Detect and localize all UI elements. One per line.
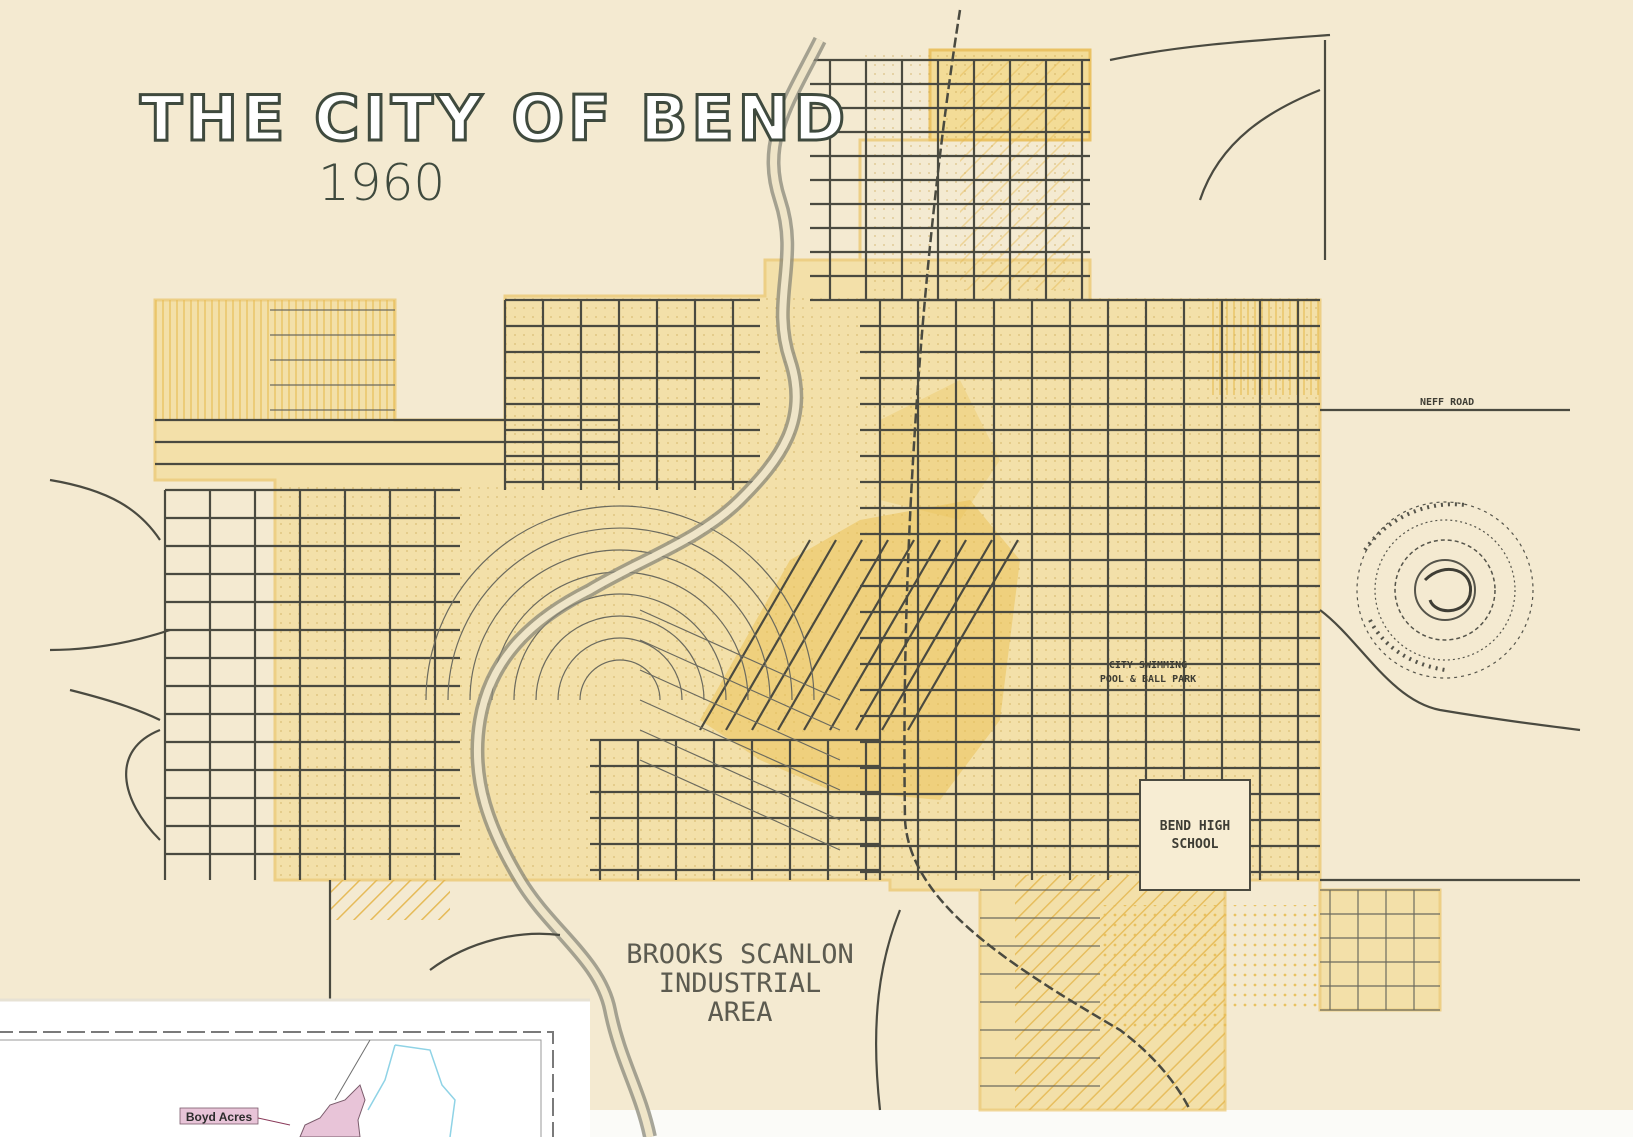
outer-roads <box>49 33 1581 1111</box>
curved-street <box>469 549 771 701</box>
curved-street <box>425 505 815 701</box>
inset-boyd-acres-label: Boyd Acres <box>186 1110 253 1124</box>
inset-highlight-area <box>299 1084 366 1137</box>
street-segment <box>829 539 941 731</box>
curved-street <box>579 659 661 701</box>
high-school-label-line2: SCHOOL <box>1172 837 1219 852</box>
street-segment <box>907 539 1019 731</box>
inset-map: Boyd Acres <box>0 998 590 1137</box>
high-school-label-line1: BEND HIGH <box>1160 819 1230 834</box>
street-segment <box>725 539 837 731</box>
street-segment <box>777 539 889 731</box>
street-segment <box>639 639 841 731</box>
inset-boundary <box>367 1044 456 1137</box>
railroad <box>903 9 1192 1111</box>
city-park-label-line1: CITY SWIMMING <box>1109 660 1187 671</box>
industrial-area-label-line3: AREA <box>707 997 772 1028</box>
neff-road-label: NEFF ROAD <box>1420 397 1474 408</box>
curved-street <box>535 615 705 701</box>
street-segment <box>639 699 841 791</box>
street-segment <box>639 729 841 821</box>
curved-street <box>447 527 793 701</box>
industrial-area-label-line1: BROOKS SCANLON <box>626 939 854 970</box>
pilot-butte <box>1356 501 1534 679</box>
industrial-area-label-line2: INDUSTRIAL <box>659 968 822 999</box>
map-title: THE CITY OF BEND <box>140 82 849 155</box>
street-grid <box>155 58 1440 1087</box>
map-year: 1960 <box>318 154 445 212</box>
street-segment <box>639 759 841 851</box>
curved-street <box>557 637 683 701</box>
street-segment <box>639 669 841 761</box>
curved-street <box>513 593 727 701</box>
inset-background <box>0 1000 590 1137</box>
street-segment <box>881 539 993 731</box>
street-segment <box>855 539 967 731</box>
city-park-label-line2: POOL & BALL PARK <box>1100 674 1196 685</box>
street-segment <box>803 539 915 731</box>
